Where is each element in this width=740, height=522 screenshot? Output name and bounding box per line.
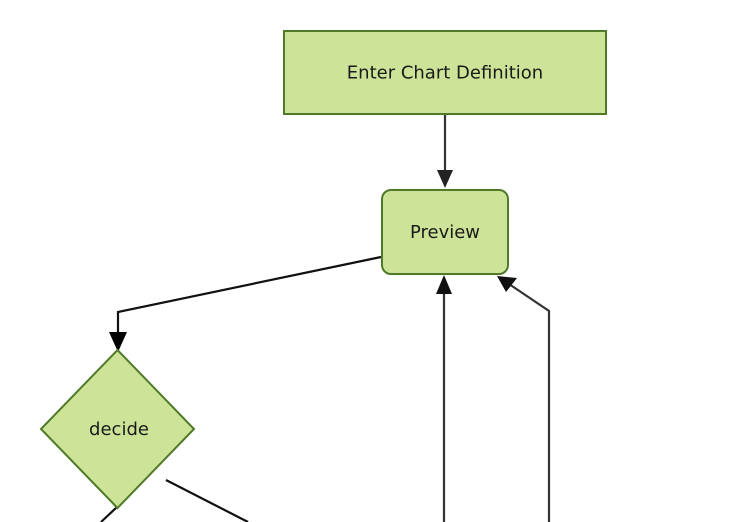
node-decide[interactable]: decide <box>39 348 196 510</box>
edge-enter-to-preview <box>437 115 453 188</box>
edge-line <box>100 506 118 522</box>
edge-bottom-right-to-preview <box>497 276 551 522</box>
edge-layer <box>100 115 551 522</box>
node-label-preview: Preview <box>410 222 480 243</box>
arrow-head-up-left-icon <box>497 276 517 292</box>
node-layer: Enter Chart Definition Preview decide <box>39 30 607 510</box>
node-shape-rectangle[interactable] <box>283 30 607 115</box>
node-shape-rounded-rectangle[interactable] <box>381 189 509 275</box>
arrow-head-up-icon <box>436 275 452 294</box>
edge-bottom-center-to-preview <box>436 275 452 522</box>
node-shape-diamond[interactable] <box>39 348 196 510</box>
arrow-head-down-icon <box>109 332 127 352</box>
edge-line <box>116 255 382 337</box>
node-preview[interactable]: Preview <box>381 189 509 275</box>
edge-line <box>508 283 551 522</box>
edge-line <box>165 479 249 522</box>
node-label-enter-chart-definition: Enter Chart Definition <box>347 63 543 84</box>
node-enter-chart-definition[interactable]: Enter Chart Definition <box>283 30 607 115</box>
edge-decide-out-right <box>165 479 249 522</box>
arrow-head-down-icon <box>437 170 453 188</box>
node-label-decide: decide <box>89 419 149 440</box>
edge-decide-out-left <box>100 506 118 522</box>
edge-preview-to-decide <box>109 255 382 352</box>
